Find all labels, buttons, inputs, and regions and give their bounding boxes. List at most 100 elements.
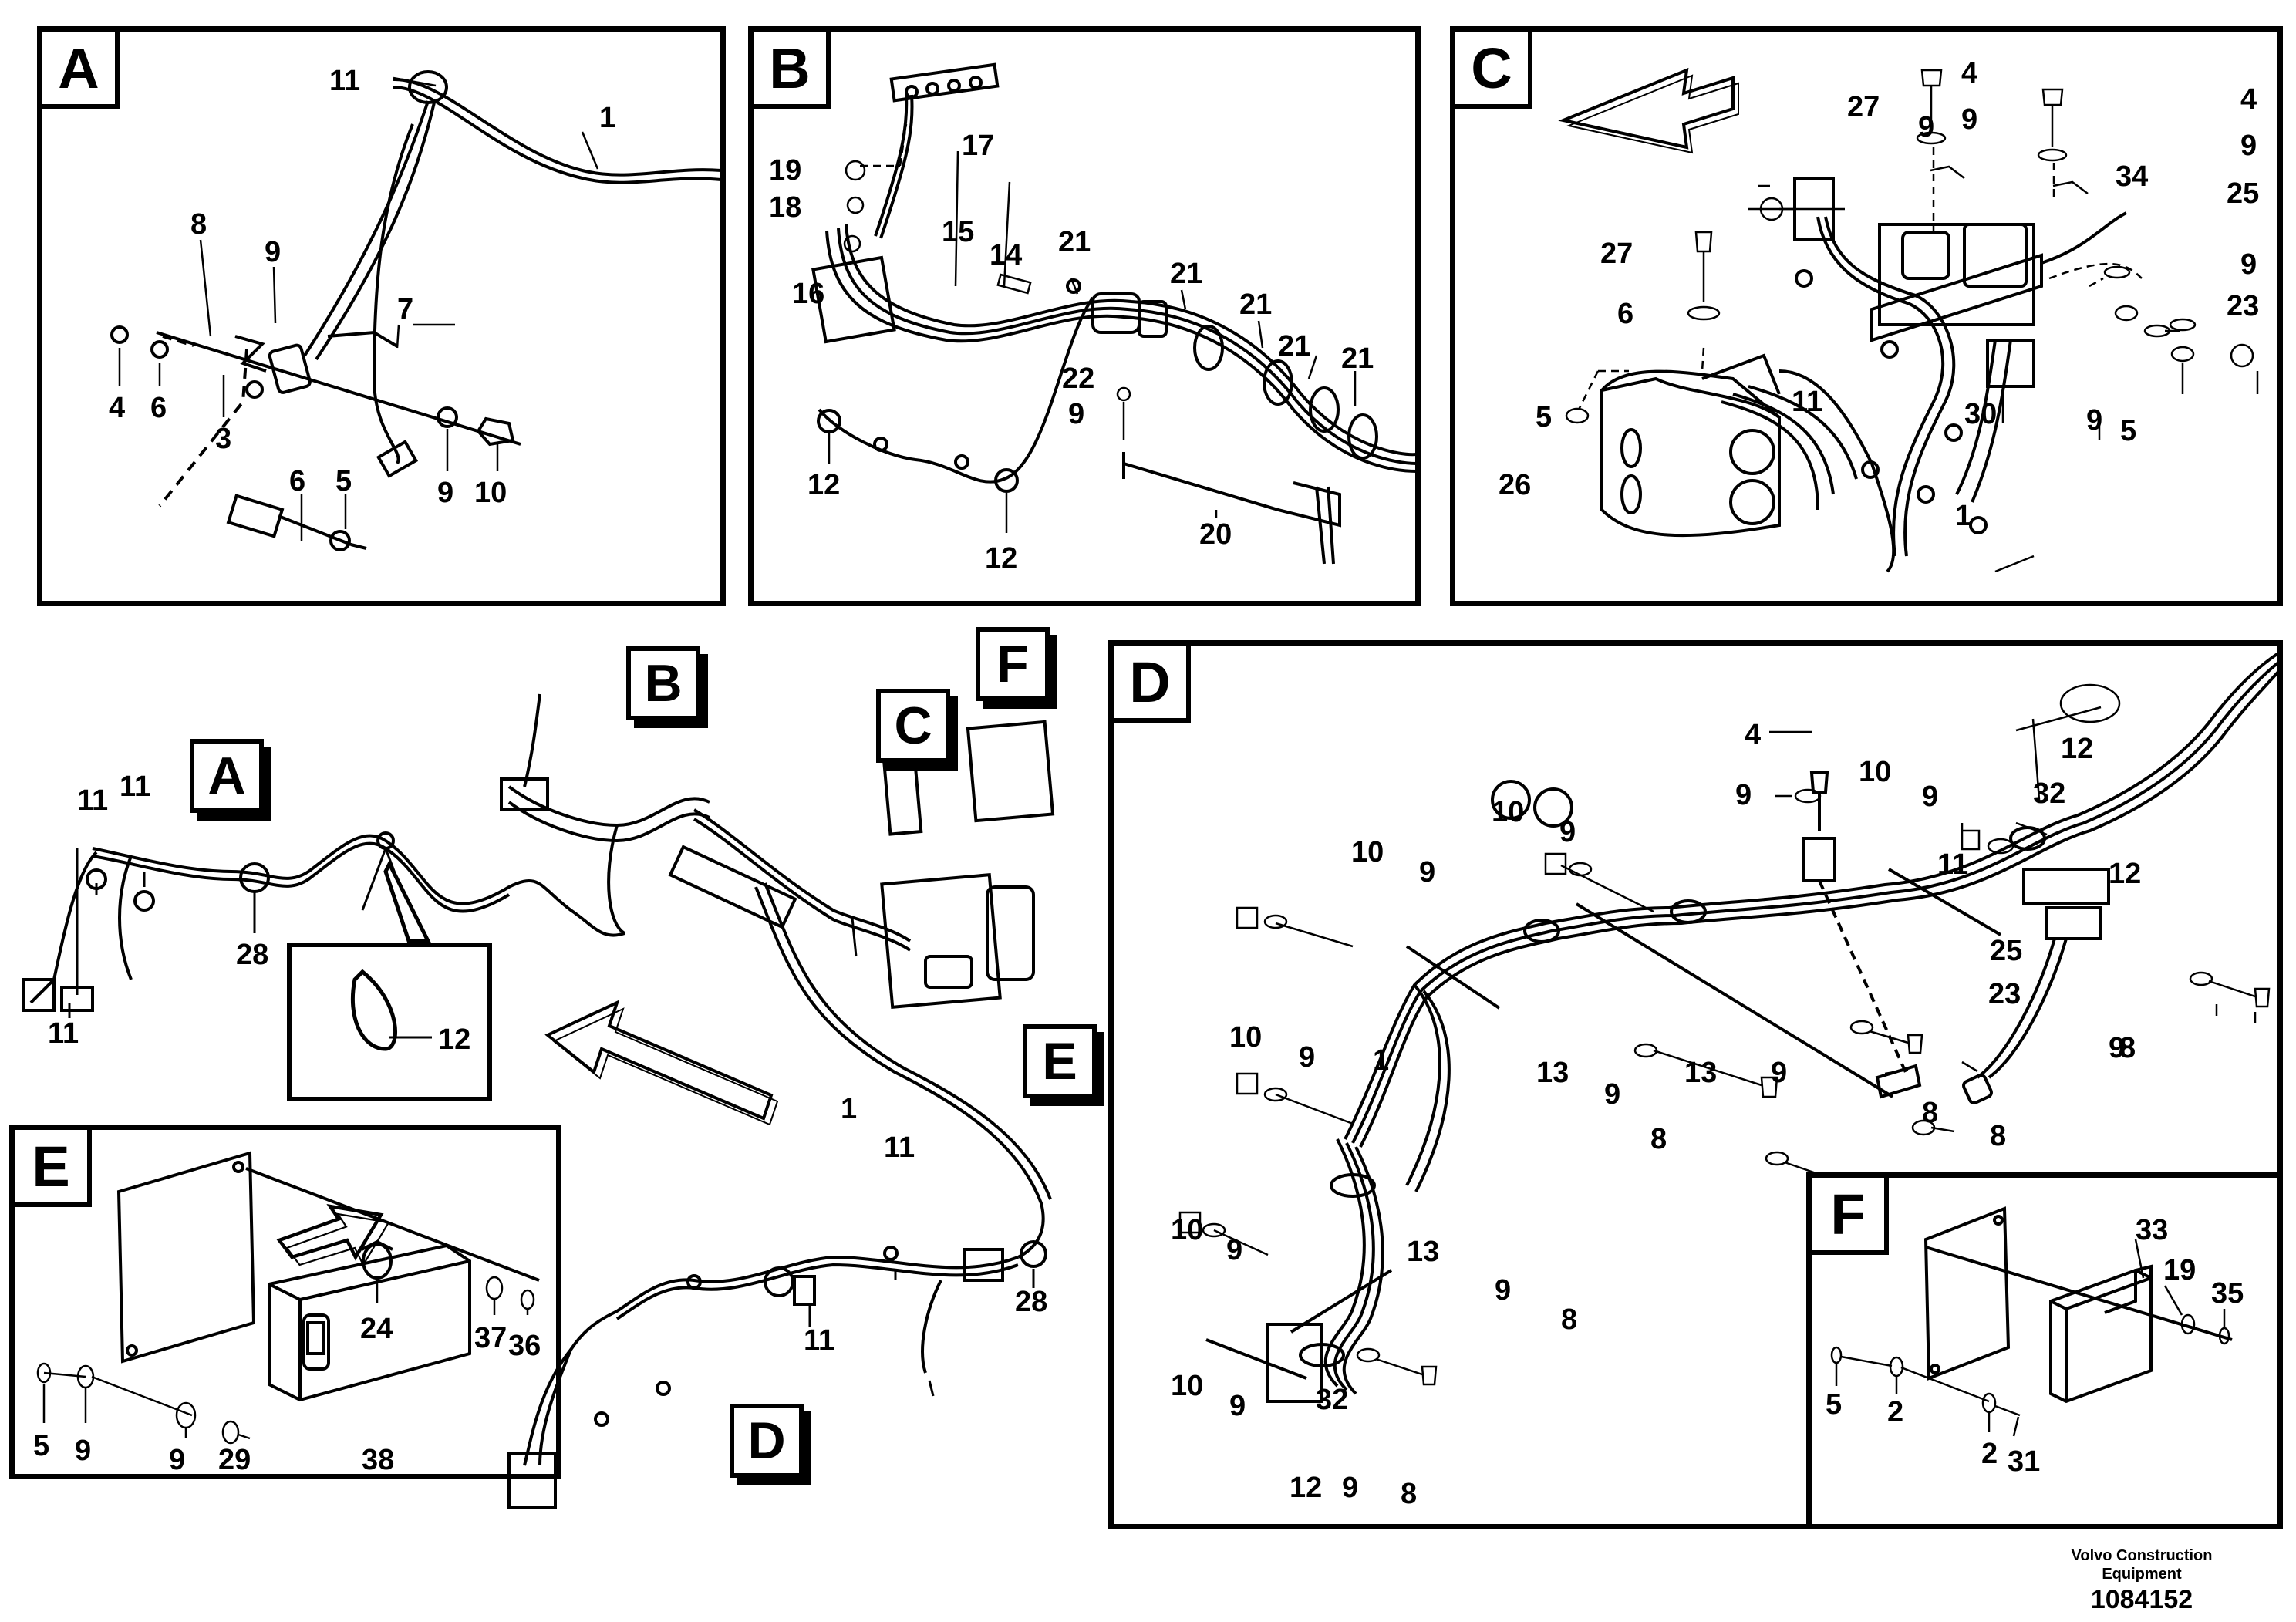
view-b-drawing: 17 19 18 16 15 14 21 21 21 21 21 22 9 12… bbox=[769, 62, 1417, 575]
callout-e[interactable]: E bbox=[1023, 1024, 1097, 1098]
view-d-label-10d: 10 bbox=[1229, 1021, 1262, 1054]
view-d-label-12c: 12 bbox=[1290, 1472, 1322, 1504]
overview-harness-drawing: 11 11 28 11 12 1 11 11 28 bbox=[22, 693, 1055, 1509]
callout-a[interactable]: A bbox=[190, 739, 264, 813]
view-b-label-22: 22 bbox=[1062, 363, 1094, 395]
view-e-label-5: 5 bbox=[33, 1430, 49, 1462]
view-e-tag: E bbox=[15, 1130, 92, 1207]
view-d-label-9e: 9 bbox=[1299, 1041, 1315, 1074]
view-d-label-9i: 9 bbox=[1495, 1274, 1511, 1307]
view-d-label-10c: 10 bbox=[1351, 836, 1384, 868]
view-a-label-11: 11 bbox=[329, 65, 360, 97]
overview-label-11d: 11 bbox=[884, 1131, 915, 1164]
view-f-label-35: 35 bbox=[2211, 1277, 2244, 1310]
view-a-label-10: 10 bbox=[474, 477, 507, 509]
overview-label-11e: 11 bbox=[804, 1324, 834, 1357]
view-d-label-4: 4 bbox=[1745, 719, 1761, 751]
view-c-label-9d: 9 bbox=[2240, 248, 2257, 281]
overview-label-11b: 11 bbox=[120, 771, 150, 803]
view-d-label-13a: 13 bbox=[1536, 1057, 1569, 1089]
footer-figure-number: 1084152 bbox=[2090, 1585, 2193, 1614]
view-b-label-21c: 21 bbox=[1239, 288, 1272, 321]
view-e-label-9b: 9 bbox=[169, 1444, 185, 1475]
view-d-label-1: 1 bbox=[1373, 1044, 1389, 1077]
view-b-tag: B bbox=[754, 32, 831, 109]
view-f-label-5: 5 bbox=[1826, 1388, 1842, 1421]
view-c-label-9a: 9 bbox=[1961, 103, 1977, 136]
footer-company: Volvo Construction Equipment bbox=[2071, 1547, 2213, 1583]
view-c-label-9c: 9 bbox=[1918, 111, 1934, 143]
view-c-label-9e: 9 bbox=[2086, 404, 2102, 437]
view-d-label-9a: 9 bbox=[1735, 779, 1752, 811]
view-b-label-21d: 21 bbox=[1278, 330, 1310, 363]
view-e-label-29: 29 bbox=[218, 1444, 251, 1475]
view-c-label-27b: 27 bbox=[1600, 238, 1633, 270]
view-d-label-8a: 8 bbox=[1922, 1097, 1938, 1129]
view-d-label-13b: 13 bbox=[1684, 1057, 1717, 1089]
view-b-label-14: 14 bbox=[990, 239, 1022, 271]
callout-b[interactable]: B bbox=[626, 646, 700, 720]
callout-c[interactable]: C bbox=[876, 689, 950, 763]
view-a-drawing: 11 1 8 9 7 4 6 3 9 10 6 5 bbox=[109, 65, 721, 551]
overview-label-12: 12 bbox=[438, 1023, 470, 1056]
view-f-panel: F bbox=[1806, 1172, 2283, 1529]
view-b-label-20: 20 bbox=[1199, 518, 1232, 551]
view-a-label-5: 5 bbox=[335, 465, 352, 497]
view-a-label-3: 3 bbox=[215, 423, 231, 455]
callout-d[interactable]: D bbox=[730, 1404, 804, 1478]
view-a-label-9b: 9 bbox=[437, 477, 453, 509]
view-d-label-8c: 8 bbox=[1650, 1123, 1667, 1155]
view-f-tag: F bbox=[1812, 1178, 1889, 1255]
view-a-label-4: 4 bbox=[109, 392, 125, 424]
view-d-label-8d: 8 bbox=[1561, 1303, 1577, 1336]
view-c-label-4b: 4 bbox=[2240, 83, 2257, 116]
view-d-label-12a: 12 bbox=[2061, 733, 2093, 765]
view-d-label-9c: 9 bbox=[1559, 816, 1576, 848]
view-f-label-2b: 2 bbox=[1981, 1438, 1998, 1470]
view-f-label-2a: 2 bbox=[1887, 1396, 1903, 1428]
view-c-label-1: 1 bbox=[1955, 500, 1971, 532]
overview-label-28b: 28 bbox=[1015, 1286, 1047, 1318]
view-c-label-11: 11 bbox=[1792, 386, 1822, 418]
view-d-label-8e: 8 bbox=[1401, 1478, 1417, 1510]
view-b-label-19: 19 bbox=[769, 154, 801, 187]
view-a-label-6b: 6 bbox=[289, 465, 305, 497]
view-a-tag: A bbox=[42, 32, 120, 109]
overview-label-11c: 11 bbox=[48, 1017, 79, 1050]
view-b-label-17: 17 bbox=[962, 130, 994, 162]
view-d-label-25: 25 bbox=[1990, 935, 2022, 967]
view-d-label-9d: 9 bbox=[1419, 856, 1435, 889]
view-a-panel: A bbox=[37, 26, 726, 606]
view-f-drawing: 33 19 35 5 2 2 31 bbox=[1826, 1206, 2244, 1478]
view-b-label-12a: 12 bbox=[807, 469, 840, 501]
view-c-label-26: 26 bbox=[1499, 469, 1531, 501]
view-c-panel: C bbox=[1450, 26, 2283, 606]
callout-f[interactable]: F bbox=[976, 627, 1050, 701]
view-c-label-25: 25 bbox=[2227, 177, 2259, 210]
view-f-label-19: 19 bbox=[2163, 1254, 2196, 1286]
view-d-tag: D bbox=[1114, 646, 1191, 723]
view-a-label-7: 7 bbox=[397, 293, 413, 325]
view-d-label-9k: 9 bbox=[1342, 1472, 1358, 1504]
view-c-label-23: 23 bbox=[2227, 290, 2259, 322]
view-e-panel: E bbox=[9, 1125, 561, 1479]
view-e-drawing: 24 37 36 5 9 9 29 38 bbox=[33, 1151, 541, 1475]
view-d-label-12b: 12 bbox=[2109, 858, 2141, 890]
view-b-label-21e: 21 bbox=[1341, 342, 1374, 375]
view-d-label-9f: 9 bbox=[1604, 1078, 1620, 1111]
view-f-label-31: 31 bbox=[2008, 1445, 2040, 1478]
view-b-label-9: 9 bbox=[1068, 398, 1084, 430]
view-d-label-9j: 9 bbox=[1229, 1390, 1246, 1422]
view-d-label-23: 23 bbox=[1988, 978, 2021, 1010]
view-b-label-15: 15 bbox=[942, 216, 974, 248]
view-b-label-16: 16 bbox=[792, 278, 824, 310]
view-c-tag: C bbox=[1455, 32, 1532, 109]
view-d-label-9l: 9 bbox=[2109, 1032, 2125, 1064]
view-d-label-9g: 9 bbox=[1771, 1057, 1787, 1089]
view-c-label-5b: 5 bbox=[2120, 415, 2136, 447]
view-d-label-32a: 32 bbox=[2033, 777, 2065, 810]
view-d-label-9b: 9 bbox=[1922, 781, 1938, 813]
view-c-label-5a: 5 bbox=[1536, 401, 1552, 433]
view-d-label-11: 11 bbox=[1937, 848, 1968, 881]
